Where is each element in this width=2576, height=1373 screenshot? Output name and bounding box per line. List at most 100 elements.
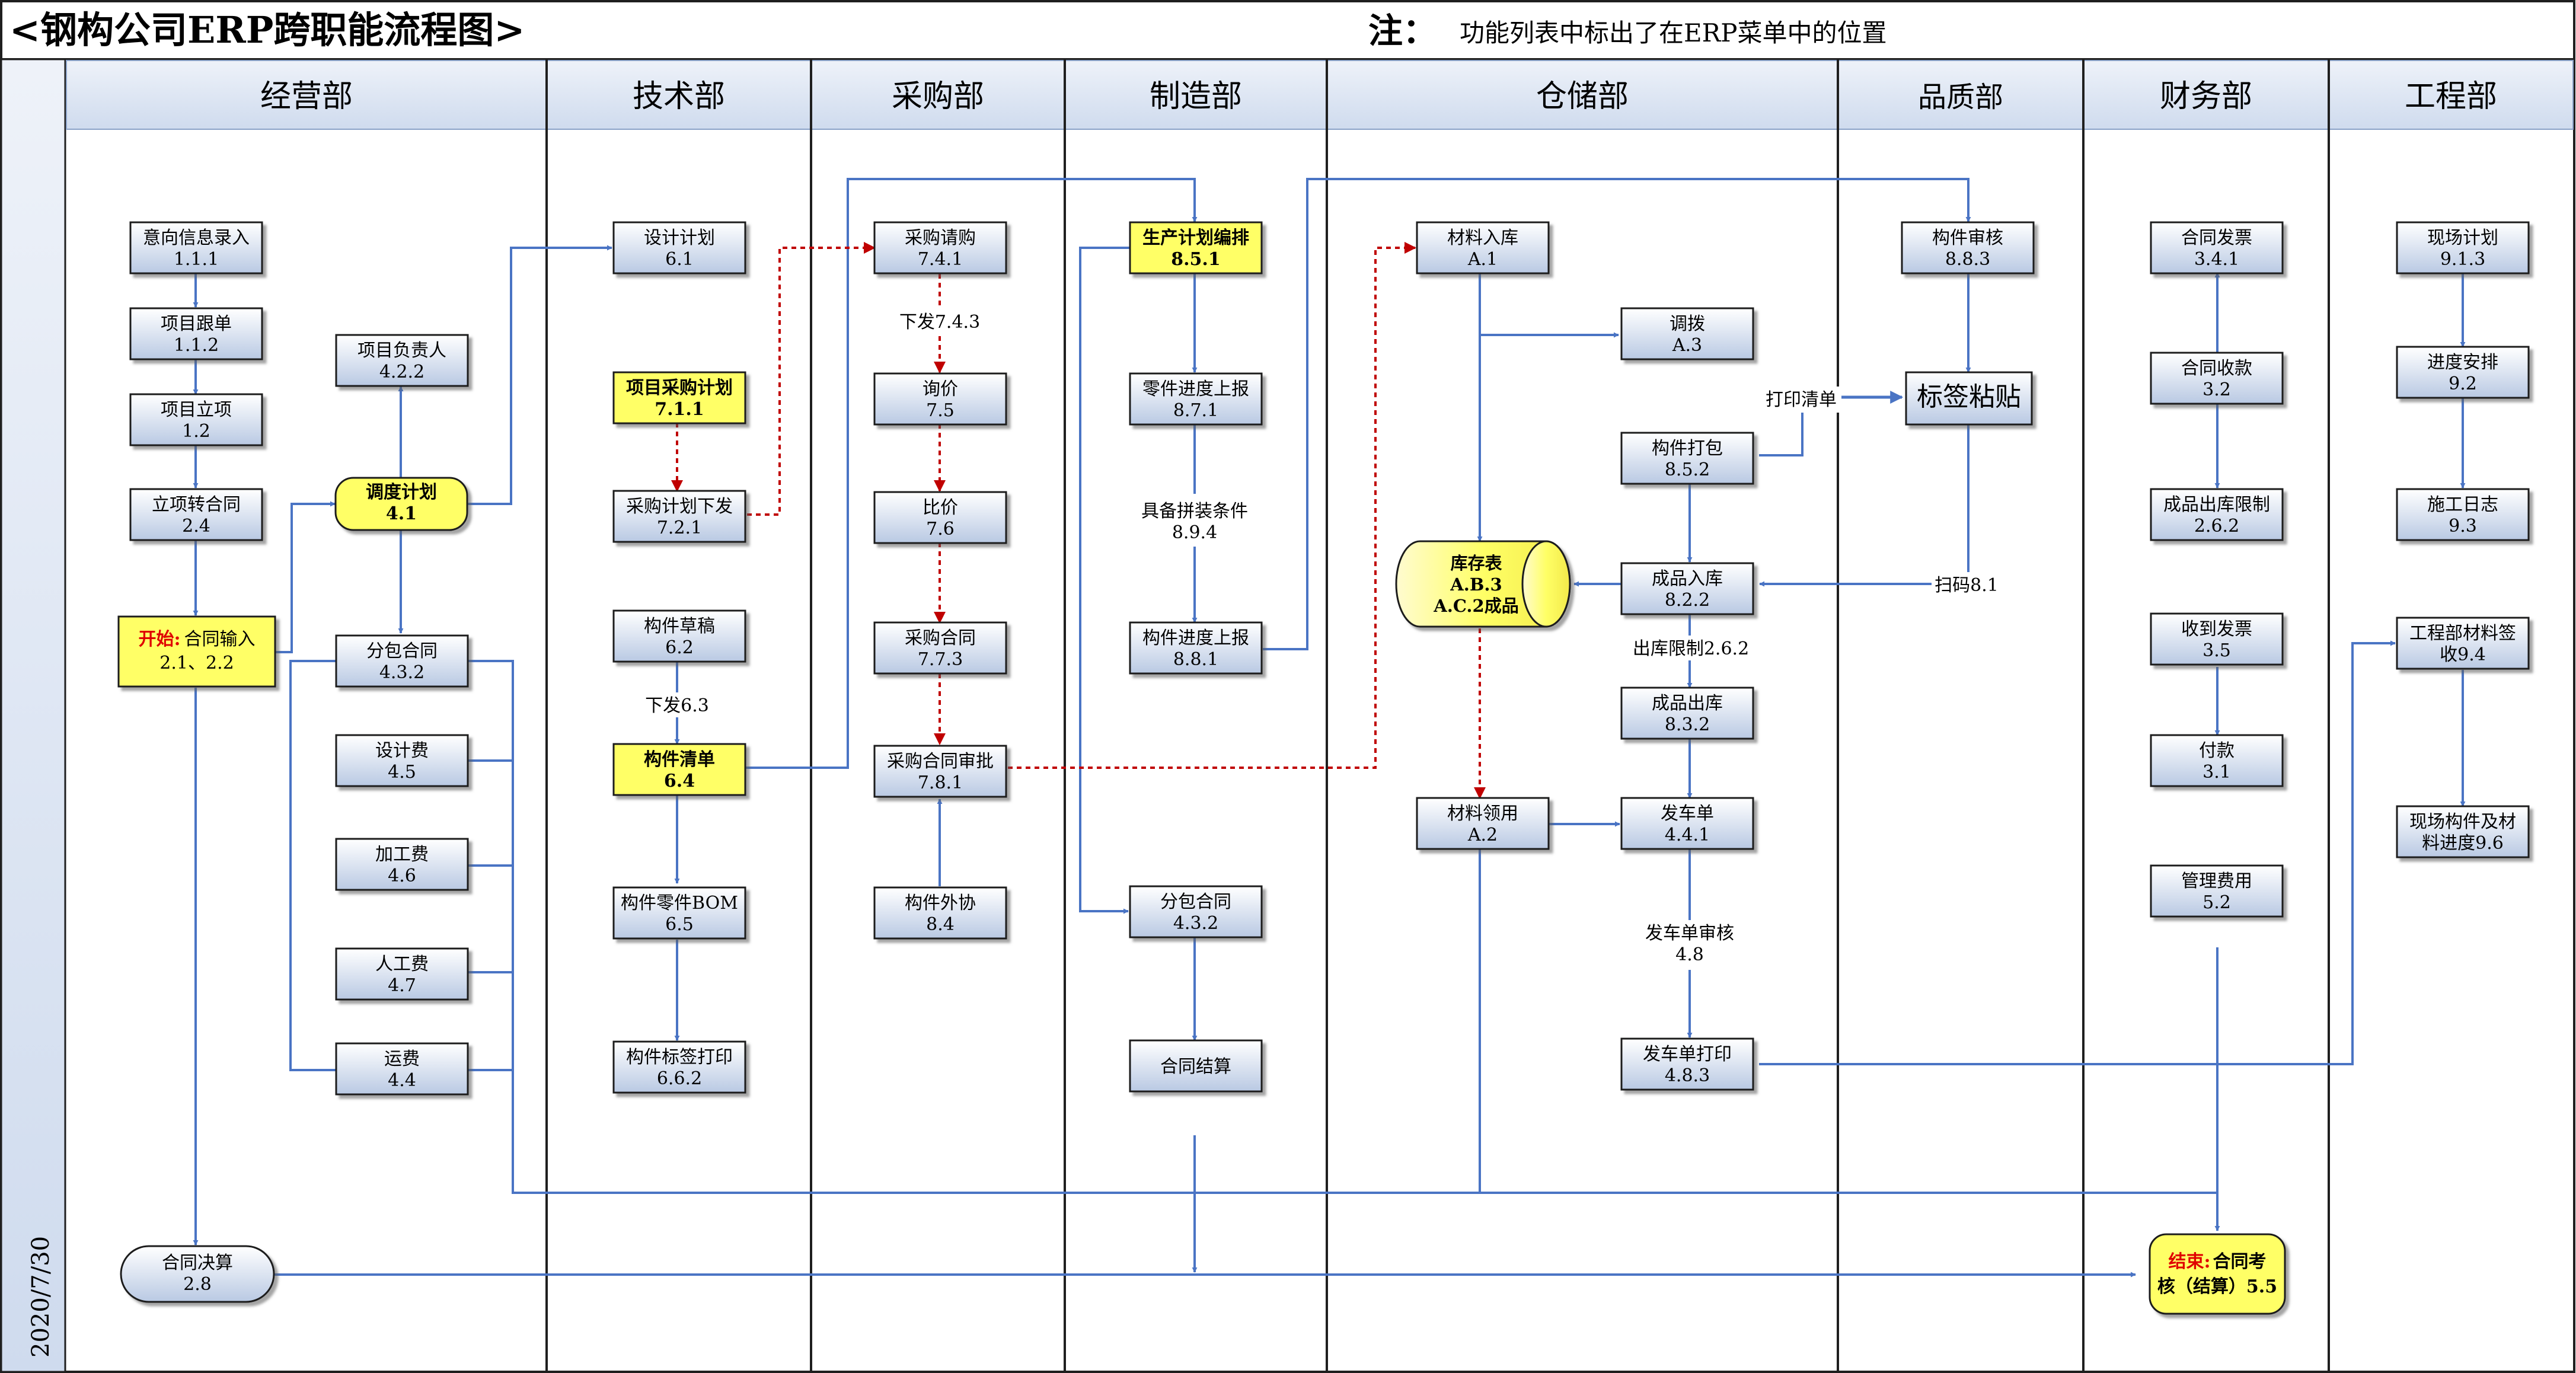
invoice-received-code: 3.5 [2202,640,2231,661]
intent-info-entry-box[interactable] [129,221,263,274]
project-approval-box[interactable] [129,393,263,446]
project-tracking-code: 1.1.2 [174,335,219,356]
finished-goods-inbound-box[interactable] [1620,562,1754,615]
start-contract-input-box[interactable] [117,615,276,688]
processing-fee-box[interactable] [335,838,469,891]
subcontract-sales-label: 分包合同 [366,641,438,662]
component-draft-box[interactable] [612,609,746,663]
contract-invoice-box[interactable] [2150,221,2284,274]
inventory-table-cylinder[interactable] [1395,540,1571,628]
labor-fee-box[interactable] [335,947,469,1001]
inquiry-box[interactable] [873,372,1007,426]
component-outsourcing-box[interactable] [873,886,1007,940]
engineering-material-receipt-label: 工程部材料签 [2409,623,2516,644]
design-fee-box[interactable] [335,734,469,787]
subcontract-manufacture-box[interactable] [1129,885,1263,938]
finished-outbound-limit-box[interactable] [2150,488,2284,541]
progress-arrangement-label: 进度安排 [2427,352,2498,373]
purchase-contract-box[interactable] [873,621,1007,675]
design-plan-box[interactable] [612,221,746,274]
component-progress-report-box[interactable] [1129,621,1263,675]
part-progress-report-label: 零件进度上报 [1142,379,1249,400]
purchase-plan-issue-box[interactable] [612,490,746,543]
component-review-code: 8.8.3 [1945,249,1990,270]
freight-fee-box[interactable] [335,1042,469,1096]
project-purchase-plan-box[interactable] [612,371,746,424]
component-draft-code: 6.2 [665,637,694,658]
contract-settlement-box[interactable] [1129,1039,1263,1093]
red-dashed-connectors [671,242,1486,799]
purchase-contract-code: 7.7.3 [918,649,963,670]
material-inbound-box[interactable] [1416,221,1550,274]
label-assembly-894-b: 8.9.4 [1172,522,1217,543]
connector-labels: 下发7.4.3 下发6.3 具备拼装条件 8.9.4 打印清单 扫码8.1 出库… [644,308,2002,970]
label-scan-81: 扫码8.1 [1935,575,1999,596]
management-expense-box[interactable] [2150,864,2284,918]
approval-to-contract-box[interactable] [129,488,263,541]
component-outsourcing-label: 构件外协 [905,893,976,914]
project-owner-label: 项目负责人 [357,340,446,361]
contract-invoice-label: 合同发票 [2181,228,2252,248]
finished-outbound-limit-code: 2.6.2 [2194,516,2239,537]
subcontract-sales-box[interactable] [335,634,469,688]
contract-final-settlement-code: 2.8 [183,1274,212,1295]
component-review-box[interactable] [1901,221,2035,274]
start-contract-input-line1: 开始:合同输入 [138,629,255,650]
subcontract-manufacture-code: 4.3.2 [1173,913,1218,934]
construction-log-box[interactable] [2396,488,2530,541]
construction-log-label: 施工日志 [2427,494,2498,515]
purchase-requisition-box[interactable] [873,221,1007,274]
component-list-box[interactable] [612,743,746,796]
project-approval-label: 项目立项 [161,400,232,420]
project-purchase-plan-label: 项目采购计划 [626,378,733,398]
price-comparison-box[interactable] [873,491,1007,544]
purchase-contract-approval-box[interactable] [873,745,1007,798]
construction-log-code: 9.3 [2449,516,2477,537]
engineering-material-receipt-box[interactable] [2396,617,2530,670]
dispatch-plan-box[interactable] [334,477,468,531]
project-tracking-box[interactable] [129,307,263,360]
processing-fee-label: 加工费 [375,844,429,865]
component-progress-report-code: 8.8.1 [1173,649,1218,670]
finished-outbound-limit-label: 成品出库限制 [2163,494,2270,515]
contract-final-settlement-box[interactable] [120,1245,275,1303]
component-part-bom-box[interactable] [612,886,746,940]
invoice-received-box[interactable] [2150,612,2284,666]
lane-header-warehouse: 仓储部 [1536,79,1629,114]
management-expense-label: 管理费用 [2181,871,2252,892]
design-fee-label: 设计费 [375,740,429,761]
lane-header-purchase: 采购部 [892,79,984,114]
side-strip [0,58,66,1373]
dispatch-order-print-box[interactable] [1620,1037,1754,1091]
transfer-box[interactable] [1620,307,1754,360]
site-plan-box[interactable] [2396,221,2530,274]
payment-box[interactable] [2150,734,2284,787]
component-packing-box[interactable] [1620,432,1754,485]
finished-goods-outbound-label: 成品出库 [1652,693,1723,714]
finished-goods-outbound-box[interactable] [1620,686,1754,740]
component-progress-report-label: 构件进度上报 [1142,628,1249,649]
end-contract-check-box[interactable] [2149,1233,2286,1315]
lane-header-sales: 经营部 [260,79,353,114]
payment-label: 付款 [2199,740,2235,761]
inquiry-code: 7.5 [926,400,955,421]
contract-settlement-label: 合同结算 [1160,1056,1231,1077]
dispatch-order-box[interactable] [1620,797,1754,850]
subcontract-manufacture-label: 分包合同 [1160,892,1231,912]
part-progress-report-code: 8.7.1 [1173,400,1218,421]
material-requisition-box[interactable] [1416,797,1550,850]
contract-receipt-box[interactable] [2150,352,2284,405]
part-progress-report-box[interactable] [1129,372,1263,426]
production-scheduling-box[interactable] [1129,221,1263,274]
purchase-contract-label: 采购合同 [905,628,976,649]
component-label-print-box[interactable] [612,1040,746,1094]
project-owner-box[interactable] [335,334,469,387]
label-paste-box[interactable] [1905,371,2033,426]
label-dispatch-review-a: 发车单审核 [1645,923,1734,944]
material-inbound-code: A.1 [1467,249,1498,270]
contract-final-settlement-label: 合同决算 [162,1253,233,1273]
design-plan-label: 设计计划 [644,228,715,248]
progress-arrangement-box[interactable] [2396,346,2530,399]
invoice-received-label: 收到发票 [2181,619,2252,640]
site-component-material-progress-box[interactable] [2396,805,2530,858]
